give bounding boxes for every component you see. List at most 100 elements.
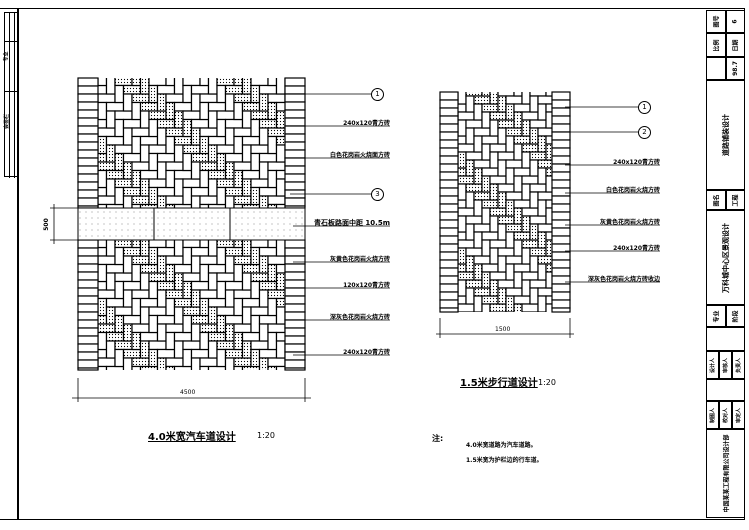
border-brick [284,93,306,103]
brick [224,255,235,274]
brick [224,118,244,129]
brick [148,246,159,266]
section-marker-3: 3 [371,188,384,201]
band-dim: 500 [42,218,50,231]
brick [529,183,547,193]
brick [207,263,227,274]
brick [190,357,201,370]
brick [207,272,218,291]
brick [105,178,116,197]
brick [98,161,116,172]
car-lane-title: 4.0米宽汽车道设计 [148,432,236,443]
brick [216,186,227,206]
brick [224,93,235,112]
border-brick [551,115,571,125]
brick [275,297,285,308]
brick [497,279,515,289]
title-cell: 工程 [726,190,745,210]
brick [207,101,227,112]
brick [481,239,491,257]
brick [139,240,150,257]
brick [545,263,552,273]
border-brick [77,327,99,337]
brick [233,135,244,155]
brick [458,175,475,185]
brick [489,111,507,121]
brick [489,151,499,169]
brick [241,144,252,163]
brick [267,93,285,104]
brick [156,348,176,359]
brick [267,127,285,138]
brick [233,297,244,317]
brick [190,289,201,308]
brick [545,207,552,225]
role-2: 审核人 [723,357,730,373]
brick [258,84,278,95]
brick [207,144,218,163]
brick [114,272,133,283]
brick [233,255,252,266]
brick [165,263,176,283]
border-brick [77,117,99,127]
border-brick [439,267,459,277]
brick [275,178,285,197]
brick [122,161,133,180]
brick [131,365,142,370]
border-brick [284,271,306,281]
brick [224,152,244,163]
border-brick [284,367,306,371]
brick [105,144,116,163]
brick [537,199,547,217]
title-cell: 万科城中心区景观设计 [706,210,745,305]
brick [521,207,539,217]
title-cell: 图名 [706,190,726,210]
brick [224,280,244,291]
brick [139,340,150,359]
border-brick [551,283,571,293]
border-brick [551,179,571,189]
brick [458,183,467,201]
brick [114,178,133,189]
brick [545,231,552,241]
brick [233,101,244,121]
brick [165,357,184,368]
brick [233,331,244,351]
walk-label-4: 240x120青方砖 [613,245,660,252]
brick [473,199,483,217]
brick [224,127,235,146]
brick [114,144,133,155]
brick [199,289,218,300]
brick [122,93,133,112]
border-brick [284,279,306,289]
brick [233,161,252,172]
brick [267,331,278,351]
walkway-marker-1: 1 [638,101,651,114]
border-brick [77,247,99,257]
divider [9,13,10,178]
brick [505,95,523,105]
sheet-no: 6 [732,19,739,24]
brick [489,119,499,137]
brick [233,195,252,206]
brick [131,195,150,206]
border-brick [284,263,306,273]
brick [537,167,547,185]
brick [267,289,285,300]
brick [275,203,285,208]
title-cell: 审核人 [719,351,732,379]
brick [148,110,167,121]
brick [458,279,467,297]
drawing-name-label: 图名 [713,193,721,207]
brick [481,103,499,113]
walk-label-5: 深灰色花岗岩火烧方砖收边 [587,276,660,283]
brick [139,272,150,291]
brick [275,110,285,129]
brick [216,78,235,87]
role-3: 负责人 [736,357,743,373]
brick [190,93,201,112]
brick [122,246,142,257]
brick [537,231,547,249]
brick [529,92,547,97]
